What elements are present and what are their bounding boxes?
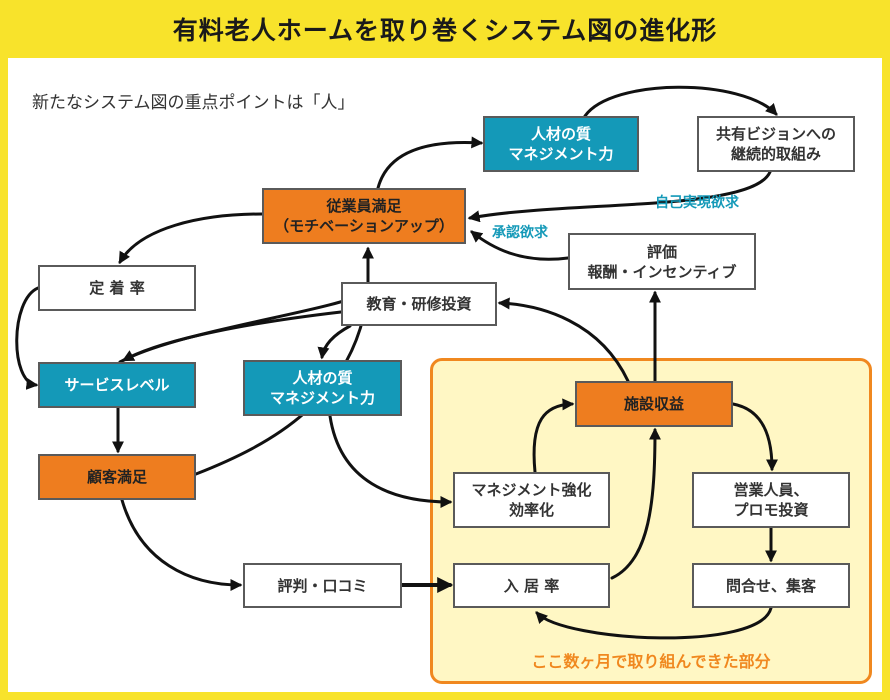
node-line: 定 着 率	[89, 279, 145, 297]
occupancy-rate-node: 入 居 率	[453, 563, 610, 608]
arrow-revenue-to-training	[497, 297, 630, 383]
diagram-title: 有料老人ホームを取り巻くシステム図の進化形	[172, 16, 718, 45]
diagram-subtitle: 新たなシステム図の重点ポイントは「人」	[32, 93, 355, 113]
arrow-hr-quality-to-management	[328, 414, 453, 508]
node-line: 顧客満足	[86, 468, 147, 486]
training-investment-node: 教育・研修投資	[341, 282, 497, 326]
node-line: 入 居 率	[503, 576, 560, 595]
arrow-hr-quality-to-vision	[583, 85, 778, 118]
arrow-vision-to-employee	[467, 170, 772, 223]
node-line: プロモ投資	[733, 501, 809, 519]
employee-satisfaction-node: 従業員満足 （モチベーションアップ）	[262, 188, 466, 244]
self-actualization-label: 自己実現欲求	[655, 195, 739, 211]
node-line: 評判・口コミ	[277, 576, 368, 595]
facility-revenue-node: 施設収益	[575, 381, 733, 427]
node-line: 施設収益	[623, 395, 684, 413]
arrow-occupancy-to-revenue	[610, 427, 661, 580]
evaluation-node: 評価 報酬・インセンティブ	[568, 233, 756, 290]
hr-quality-top-node: 人材の質 マネジメント力	[483, 116, 639, 172]
node-line: 営業人員、	[733, 481, 809, 499]
hr-quality-mid-node: 人材の質 マネジメント力	[243, 360, 402, 416]
node-line: 人材の質	[530, 125, 591, 143]
node-line: 従業員満足	[326, 197, 402, 215]
recent-efforts-label: ここ数ヶ月で取り組んできた部分	[531, 652, 771, 671]
inquiries-node: 問合せ、集客	[692, 563, 850, 608]
arrow-employee-to-hr-quality	[376, 136, 484, 190]
node-line: マネジメント力	[269, 389, 375, 407]
retention-node: 定 着 率	[38, 265, 196, 311]
node-line: サービスレベル	[64, 376, 170, 394]
arrow-revenue-to-sales	[731, 402, 778, 472]
node-line: 継続的取組み	[730, 145, 821, 163]
shared-vision-node: 共有ビジョンへの 継続的取組み	[697, 116, 855, 172]
arrow-inquiries-to-occupancy	[535, 606, 773, 640]
arrow-retention-to-service	[15, 286, 40, 390]
arrow-management-to-revenue	[532, 398, 575, 474]
arrow-training-to-hr-quality	[317, 324, 352, 360]
reputation-node: 評判・口コミ	[243, 563, 402, 608]
arrow-customer-to-reputation	[120, 498, 243, 591]
arrow-evaluation-to-employee	[470, 230, 570, 261]
node-line: 教育・研修投資	[366, 295, 472, 313]
node-line: 人材の質	[292, 369, 353, 387]
management-efficiency-node: マネジメント強化 効率化	[453, 472, 610, 528]
node-line: 効率化	[508, 501, 554, 519]
service-level-node: サービスレベル	[38, 362, 196, 408]
customer-satisfaction-node: 顧客満足	[38, 454, 196, 500]
sales-promotion-node: 営業人員、 プロモ投資	[692, 472, 850, 528]
node-line: 問合せ、集客	[725, 576, 816, 595]
node-line: 評価	[646, 242, 677, 261]
node-line: マネジメント強化	[471, 481, 592, 499]
approval-label: 承認欲求	[492, 225, 548, 241]
node-line: マネジメント力	[508, 145, 614, 163]
arrow-employee-to-retention	[118, 212, 264, 265]
arrow-training-to-service	[121, 310, 343, 362]
node-line: 報酬・インセンティブ	[587, 262, 737, 281]
node-line: 共有ビジョンへの	[715, 125, 836, 143]
node-line: （モチベーションアップ）	[274, 217, 454, 235]
